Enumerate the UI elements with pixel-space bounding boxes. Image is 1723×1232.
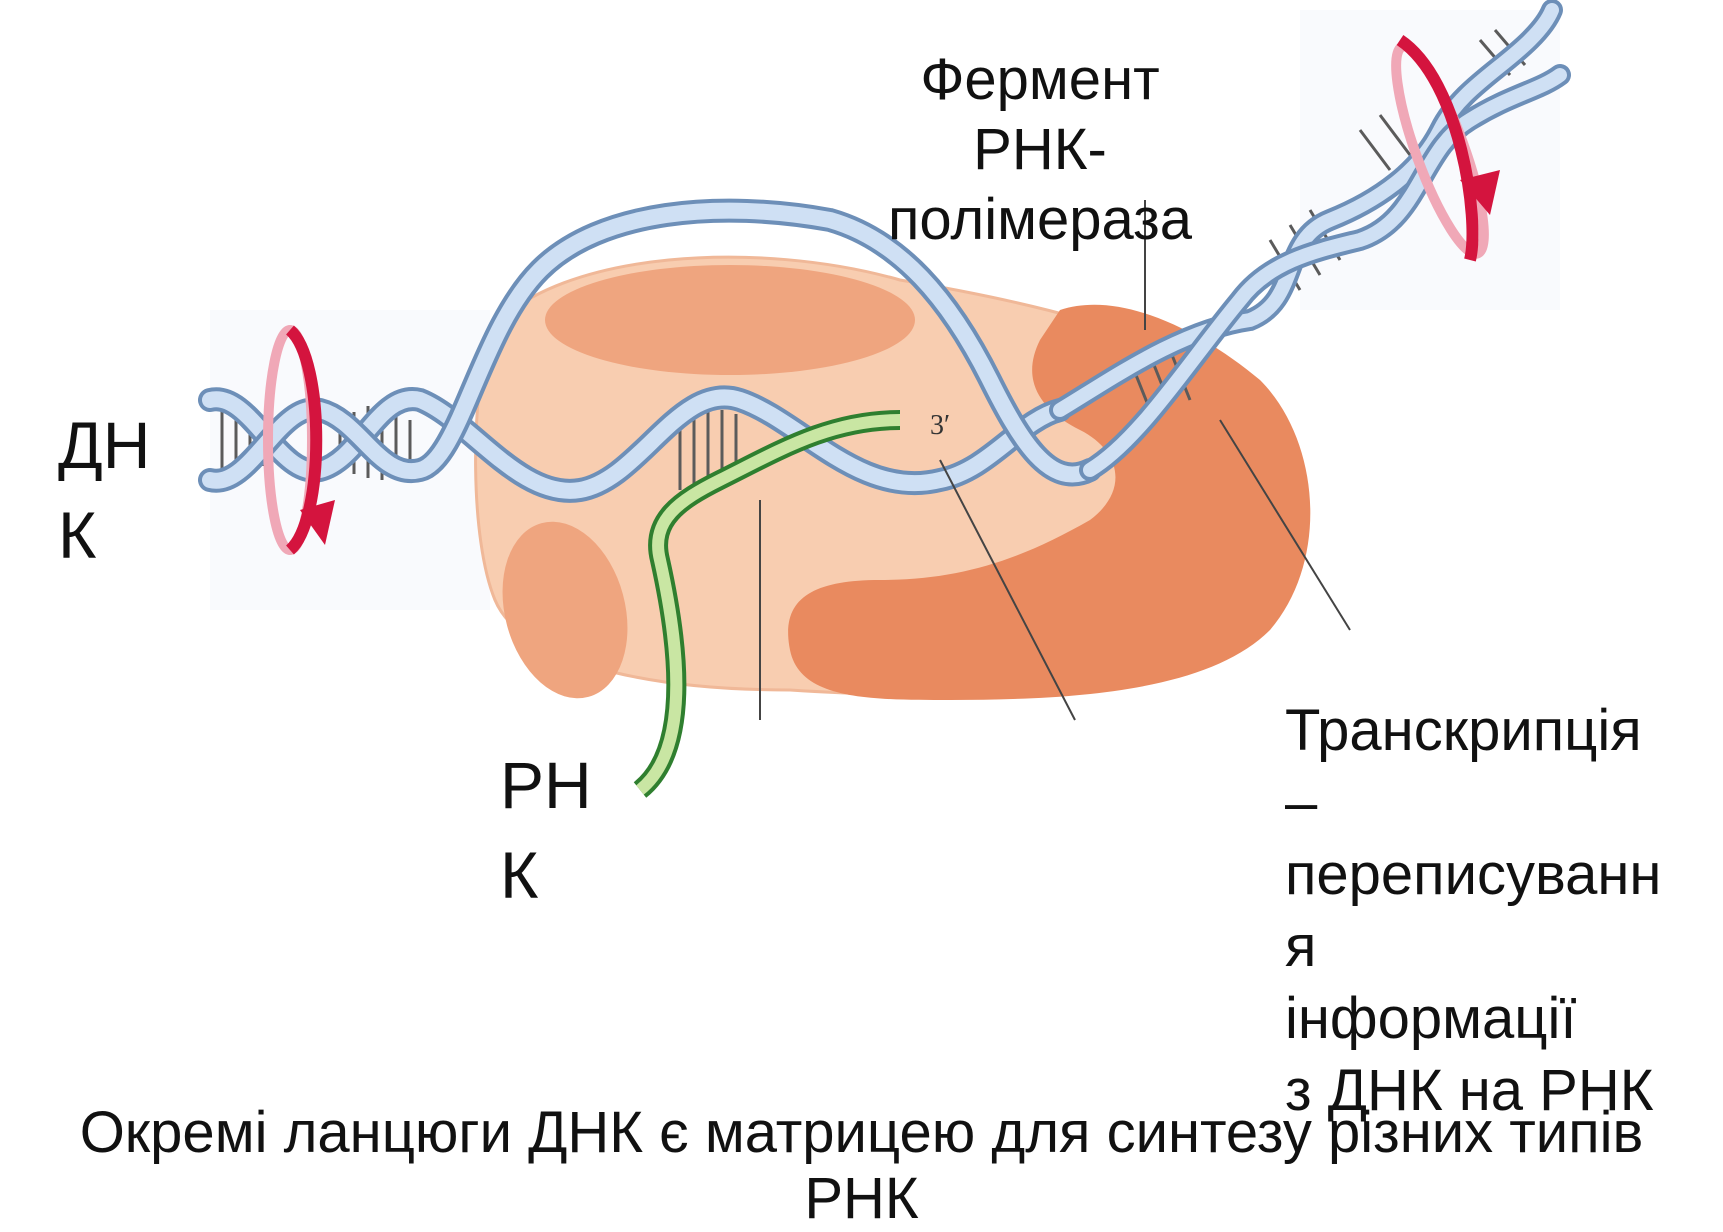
label-dna: ДН К — [58, 400, 198, 580]
label-transcription-line: – — [1285, 767, 1715, 839]
label-transcription-line: інформації — [1285, 983, 1715, 1055]
label-dna-line: ДН — [58, 400, 198, 490]
label-transcription-line: я — [1285, 911, 1715, 983]
label-transcription-line: переписуванн — [1285, 839, 1715, 911]
label-transcription: Транскрипція – переписуванн я інформації… — [1285, 695, 1715, 1127]
label-enzyme-line: РНК- — [870, 115, 1210, 185]
caption-line: РНК — [0, 1166, 1723, 1232]
label-enzyme: Фермент РНК- полімераза — [870, 45, 1210, 255]
caption-line: Окремі ланцюги ДНК є матрицею для синтез… — [0, 1100, 1723, 1166]
label-rna-line: К — [500, 830, 640, 920]
label-dna-line: К — [58, 490, 198, 580]
label-rna: РН К — [500, 740, 640, 920]
caption: Окремі ланцюги ДНК є матрицею для синтез… — [0, 1100, 1723, 1232]
label-rna-line: РН — [500, 740, 640, 830]
label-enzyme-line: Фермент — [870, 45, 1210, 115]
label-transcription-line: Транскрипція — [1285, 695, 1715, 767]
label-enzyme-line: полімераза — [870, 185, 1210, 255]
enzyme-domain-top — [545, 265, 915, 375]
three-prime-label: 3′ — [930, 410, 950, 441]
